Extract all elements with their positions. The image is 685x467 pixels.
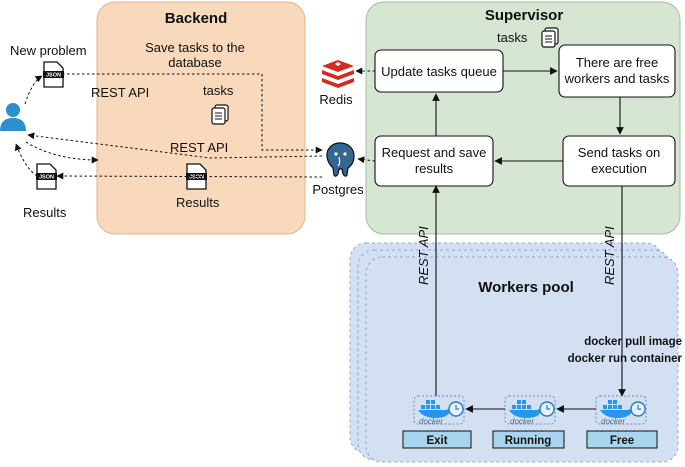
svg-text:JSON: JSON	[39, 175, 54, 181]
save-tasks-label-line2: database	[168, 55, 222, 70]
arrow-postgres-to-user	[27, 132, 323, 159]
clock-icon	[448, 401, 464, 417]
tasks-label-backend: tasks	[203, 83, 234, 98]
backend-panel	[96, 1, 306, 235]
new-problem-label: New problem	[10, 43, 87, 58]
arrow-postgres-to-results	[56, 172, 323, 180]
send-tasks-box: Send tasks on execution	[562, 135, 676, 187]
docker-pull-label: docker pull image	[584, 336, 682, 348]
clock-icon	[630, 401, 646, 417]
rest-api-label-top: REST API	[91, 85, 149, 100]
svg-text:Exit: Exit	[426, 435, 447, 447]
tasks-doc-icon	[541, 27, 559, 48]
free-workers-label-line2: workers and tasks	[564, 71, 670, 86]
arrow-new-problem-to-postgres	[62, 73, 323, 154]
docker-icon	[418, 400, 451, 418]
clock-icon	[539, 401, 555, 417]
user-icon	[0, 103, 26, 131]
workers-pool-title: Workers pool	[478, 279, 574, 296]
json-file-icon: JSON	[43, 61, 64, 88]
postgres-icon	[326, 142, 355, 177]
results-label-backend: Results	[176, 195, 220, 210]
worker-running: docker	[504, 395, 556, 426]
free-workers-box: There are free workers and tasks	[558, 44, 676, 98]
svg-text:docker: docker	[510, 417, 534, 426]
svg-text:Free: Free	[610, 435, 634, 447]
backend-title: Backend	[165, 10, 228, 27]
request-save-label-line2: results	[415, 161, 454, 176]
free-workers-label-line1: There are free	[576, 55, 658, 70]
svg-text:docker: docker	[419, 417, 443, 426]
send-tasks-label-line1: Send tasks on	[578, 145, 660, 160]
state-free: Free	[586, 430, 658, 449]
state-exit: Exit	[402, 430, 472, 449]
svg-text:Running: Running	[505, 435, 552, 447]
docker-run-label: docker run container	[568, 353, 683, 365]
svg-text:docker: docker	[601, 417, 625, 426]
arrow-user-to-new-problem	[24, 75, 43, 105]
worker-exit: docker	[413, 395, 465, 426]
postgres-label: Postgres	[312, 182, 364, 197]
save-tasks-label-line1: Save tasks to the	[145, 40, 245, 55]
svg-text:JSON: JSON	[46, 73, 61, 79]
worker-free: docker	[595, 395, 647, 426]
request-save-results-box: Request and save results	[374, 135, 494, 187]
send-tasks-label-line2: execution	[591, 161, 647, 176]
docker-icon	[509, 400, 542, 418]
redis-icon	[322, 60, 354, 88]
update-tasks-queue-label: Update tasks queue	[381, 64, 497, 79]
state-running: Running	[492, 430, 565, 449]
arrow-user-rest-api	[25, 141, 99, 164]
docker-icon	[600, 400, 633, 418]
arrow-results-to-user	[14, 143, 38, 177]
results-label-left: Results	[23, 205, 67, 220]
svg-text:JSON: JSON	[189, 175, 204, 181]
update-tasks-queue-box: Update tasks queue	[374, 49, 504, 93]
rest-api-label-mid: REST API	[170, 140, 228, 155]
rest-api-vertical-right: REST API	[602, 226, 617, 285]
redis-label: Redis	[319, 92, 353, 107]
tasks-doc-icon	[211, 104, 229, 125]
json-file-icon: JSON	[36, 163, 57, 190]
supervisor-title: Supervisor	[485, 7, 564, 24]
rest-api-vertical-left: REST API	[416, 226, 431, 285]
tasks-label-supervisor: tasks	[497, 30, 528, 45]
request-save-label-line1: Request and save	[382, 145, 487, 160]
